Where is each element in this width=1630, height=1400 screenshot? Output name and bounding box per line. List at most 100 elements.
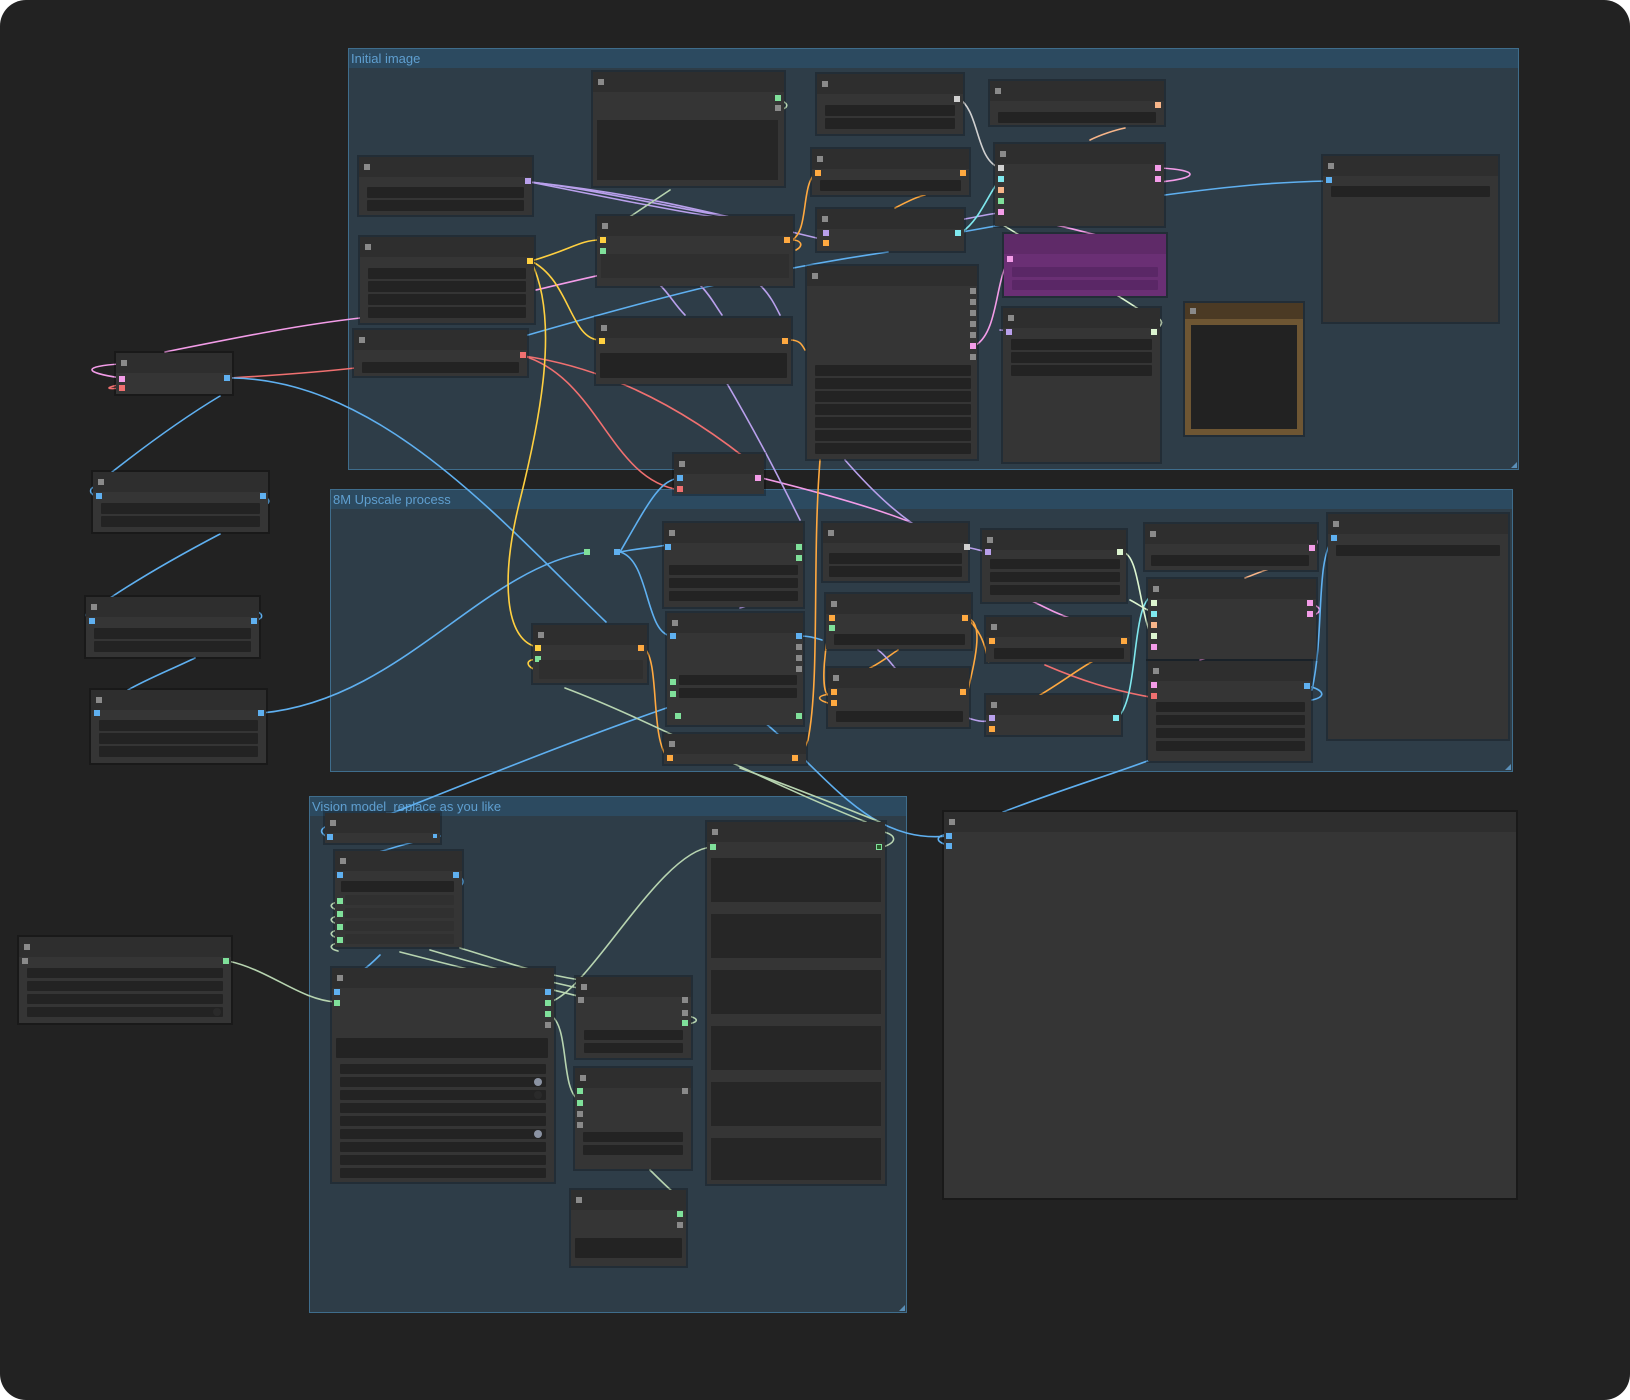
input-slot[interactable] [670, 691, 676, 697]
widget[interactable] [27, 981, 223, 991]
collapse-toggle-icon[interactable] [580, 1075, 586, 1081]
widget[interactable] [834, 634, 965, 645]
output-slot[interactable] [1151, 329, 1157, 335]
widget[interactable] [27, 968, 223, 978]
node-up-10[interactable] [986, 695, 1121, 735]
node-left-4[interactable] [19, 937, 231, 1023]
output-slot[interactable] [1155, 176, 1161, 182]
output-slot[interactable] [545, 1000, 551, 1006]
collapse-toggle-icon[interactable] [365, 244, 371, 250]
input-slot[interactable] [535, 656, 541, 662]
node-up-13[interactable] [1148, 661, 1311, 761]
widget[interactable] [341, 881, 454, 892]
input-slot[interactable] [1151, 633, 1157, 639]
node-header[interactable] [597, 216, 793, 236]
collapse-toggle-icon[interactable] [672, 620, 678, 626]
output-slot[interactable] [796, 655, 802, 661]
widget[interactable] [1011, 339, 1152, 350]
collapse-toggle-icon[interactable] [822, 216, 828, 222]
collapse-toggle-icon[interactable] [98, 479, 104, 485]
node-init-7[interactable] [807, 266, 977, 459]
output-slot[interactable] [775, 105, 781, 111]
widget[interactable] [340, 1090, 546, 1100]
node-init-9[interactable] [995, 144, 1164, 226]
collapse-toggle-icon[interactable] [817, 156, 823, 162]
output-slot[interactable] [677, 1222, 683, 1228]
output-slot[interactable] [960, 170, 966, 176]
node-vis-llm[interactable] [332, 968, 554, 1182]
node-init-highlight[interactable] [1004, 234, 1166, 296]
output-slot[interactable] [682, 997, 688, 1003]
output-slot[interactable] [970, 332, 976, 338]
collapse-toggle-icon[interactable] [364, 164, 370, 170]
widget[interactable] [1336, 545, 1500, 556]
output-slot[interactable] [525, 178, 531, 184]
widget[interactable] [27, 1007, 223, 1017]
output-slot[interactable] [796, 633, 802, 639]
output-slot[interactable] [1304, 683, 1310, 689]
node-header[interactable] [335, 851, 462, 871]
widget[interactable] [679, 675, 797, 685]
collapse-toggle-icon[interactable] [1008, 315, 1014, 321]
resize-corner-icon[interactable] [1505, 764, 1511, 770]
input-slot[interactable] [1151, 644, 1157, 650]
collapse-toggle-icon[interactable] [330, 820, 336, 826]
widget[interactable] [815, 430, 971, 441]
input-slot[interactable] [665, 544, 671, 550]
collapse-toggle-icon[interactable] [337, 975, 343, 981]
node-up-2[interactable] [664, 523, 803, 607]
widget[interactable] [584, 1030, 683, 1040]
input-slot[interactable] [334, 989, 340, 995]
widget[interactable] [99, 720, 258, 731]
output-slot[interactable] [545, 1022, 551, 1028]
collapse-toggle-icon[interactable] [1328, 163, 1334, 169]
node-header[interactable] [807, 266, 977, 286]
widget[interactable] [340, 1142, 546, 1152]
output-slot[interactable] [1121, 638, 1127, 644]
input-slot[interactable] [119, 376, 125, 382]
node-up-save[interactable] [1328, 514, 1508, 739]
node-init-3[interactable] [354, 330, 527, 376]
input-slot[interactable] [1151, 682, 1157, 688]
collapse-toggle-icon[interactable] [995, 88, 1001, 94]
widget[interactable] [583, 1132, 683, 1142]
input-slot[interactable] [998, 209, 1004, 215]
widget[interactable] [815, 417, 971, 428]
input-slot[interactable] [829, 615, 835, 621]
node-header[interactable] [93, 472, 268, 492]
input-slot[interactable] [815, 170, 821, 176]
input-slot[interactable] [710, 844, 716, 850]
input-slot[interactable] [985, 549, 991, 555]
node-left-1[interactable] [93, 472, 268, 532]
node-header[interactable] [986, 695, 1121, 715]
input-slot[interactable] [337, 872, 343, 878]
node-header[interactable] [986, 617, 1130, 637]
node-header[interactable] [1328, 514, 1508, 534]
widget[interactable] [101, 503, 260, 514]
input-slot[interactable] [577, 1111, 583, 1117]
input-slot[interactable] [600, 237, 606, 243]
node-header[interactable] [674, 454, 764, 474]
collapse-toggle-icon[interactable] [991, 702, 997, 708]
input-slot[interactable] [577, 1100, 583, 1106]
input-slot[interactable] [337, 924, 343, 930]
input-slot[interactable] [670, 679, 676, 685]
collapse-toggle-icon[interactable] [679, 461, 685, 467]
node-header[interactable] [596, 318, 791, 338]
output-slot[interactable] [796, 713, 802, 719]
group-title[interactable]: Initial image [349, 49, 1518, 68]
node-header[interactable] [359, 157, 532, 177]
output-slot[interactable] [784, 237, 790, 243]
input-slot[interactable] [998, 198, 1004, 204]
node-up-3[interactable] [667, 613, 803, 725]
text-area[interactable] [597, 120, 778, 180]
widget[interactable] [583, 1145, 683, 1155]
node-header[interactable] [1148, 661, 1311, 681]
output-slot[interactable] [970, 354, 976, 360]
node-vis-3[interactable] [576, 977, 691, 1058]
input-slot[interactable] [600, 248, 606, 254]
input-slot[interactable] [1326, 177, 1332, 183]
input-slot[interactable] [989, 726, 995, 732]
node-header[interactable] [944, 812, 1516, 832]
input-slot[interactable] [327, 834, 333, 840]
